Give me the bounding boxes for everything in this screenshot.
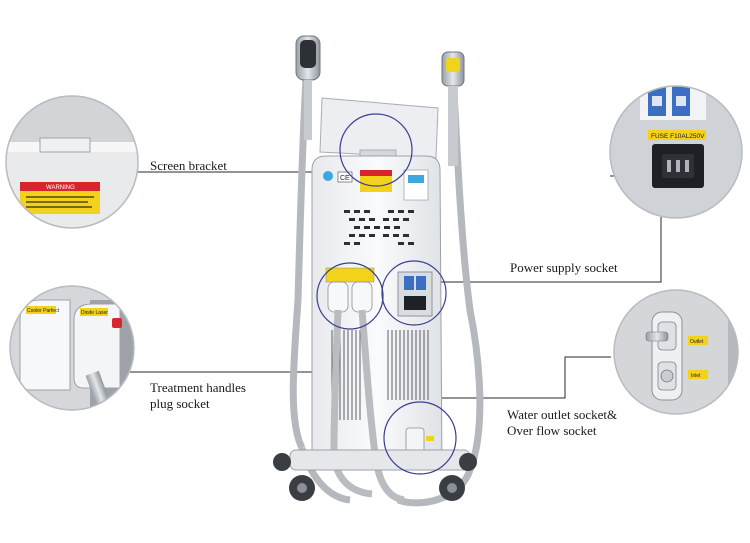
label-treatment-handles: Treatment handles plug socket: [150, 380, 246, 412]
screen-back: [319, 97, 439, 159]
detail-water-sockets: Outlet Inlet: [613, 289, 739, 415]
detail-treatment-handles: Cooler Parfect Diode Laser: [9, 285, 135, 411]
ce-mark: CE: [340, 175, 350, 182]
wheel: [273, 453, 291, 471]
handle-socket-left: [327, 281, 349, 313]
left-hose: [289, 77, 310, 450]
laser-device: CE: [273, 35, 484, 507]
label-screen-bracket-text: Screen bracket: [150, 158, 227, 173]
front-hose-right: [358, 309, 405, 504]
detail-power-socket: FUSE F10AL250V: [609, 85, 743, 219]
ring-water-socket: [383, 401, 457, 475]
label-screen-bracket: Screen bracket: [150, 158, 227, 174]
handle-right-label: Diode Laser: [81, 310, 108, 316]
warning-text: WARNING: [46, 185, 75, 191]
label-water-line1: Water outlet socket&: [507, 407, 618, 422]
label-treatment-line1: Treatment handles: [150, 380, 246, 395]
overflow-socket: [660, 369, 674, 383]
label-power-supply: Power supply socket: [510, 260, 618, 276]
ring-treatment-sockets: [316, 262, 384, 330]
label-power-supply-text: Power supply socket: [510, 260, 618, 275]
inlet-tag: Inlet: [691, 373, 701, 379]
fuse-label: FUSE F10AL250V: [651, 133, 705, 140]
leader-line-water: [440, 356, 611, 399]
wheel: [459, 453, 477, 471]
front-hose-left: [330, 309, 373, 498]
ring-power-socket: [381, 260, 447, 326]
upper-vent: [344, 210, 414, 245]
label-water-outlet: Water outlet socket& Over flow socket: [507, 407, 617, 439]
label-treatment-line2: plug socket: [150, 396, 210, 411]
device-base: [289, 449, 471, 471]
water-outlet-connector: [645, 331, 669, 342]
detail-screen-bracket: WARNING: [5, 95, 139, 229]
outlet-tag: Outlet: [690, 339, 704, 345]
handle-socket-right: [351, 281, 373, 313]
handle-left-label: Cooler Parfect: [27, 308, 60, 314]
ring-screen-bracket: [339, 113, 413, 187]
highlight-rings: [316, 113, 457, 475]
label-water-line2: Over flow socket: [507, 423, 597, 438]
